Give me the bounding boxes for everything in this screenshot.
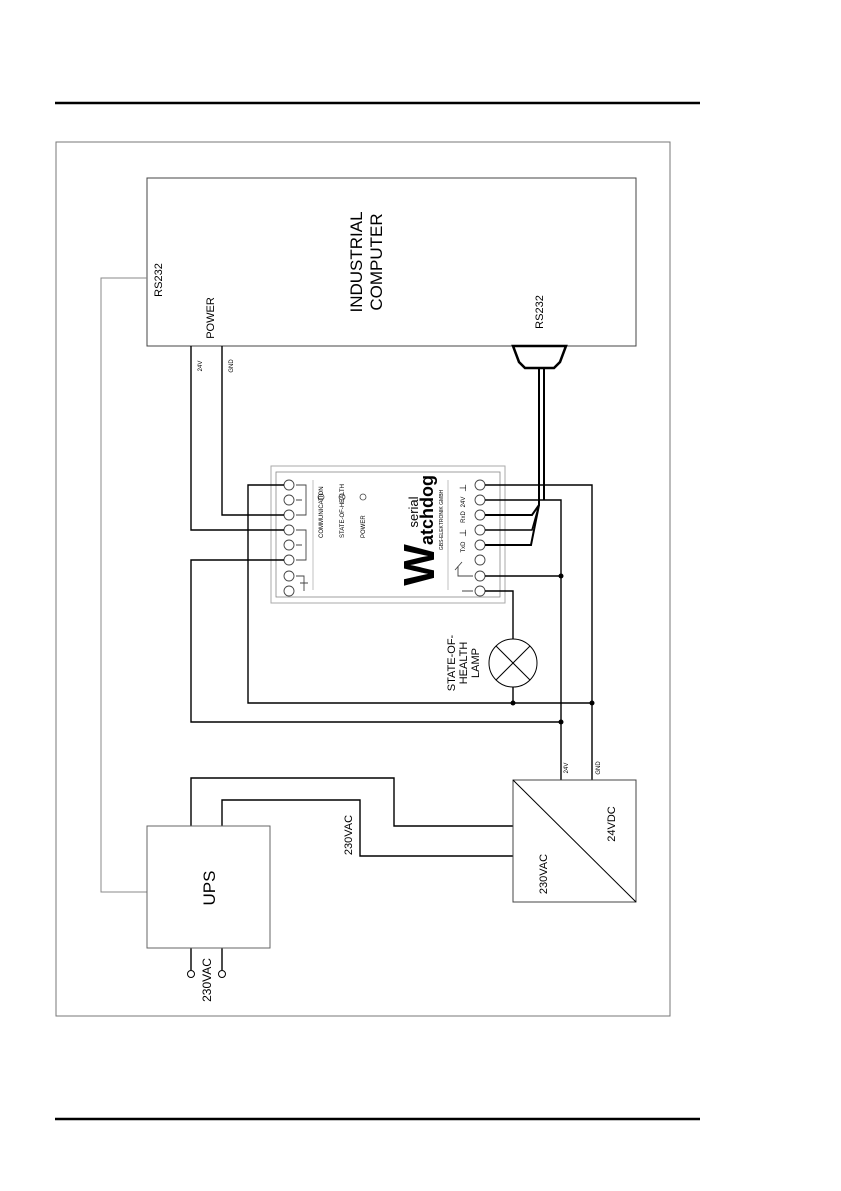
led-soh-label: STATE-OF-HEALTH [340,484,346,538]
pin-24v-label: 24V [461,497,467,508]
pin-gnd2-label: ⊥ [458,529,468,537]
ups-label: UPS [200,871,219,906]
power-label: POWER [205,297,217,339]
left-terminal-block [284,480,308,596]
state-of-health-lamp [489,639,537,687]
rs232-right-label: RS232 [534,295,546,329]
brand-maker: GBS-ELEKTRONIK GMBH [439,489,445,550]
pin-txd-label: TxD [461,541,467,553]
right-terminal-block [455,480,485,596]
supply-out-label: 24VDC [606,806,618,842]
industrial-computer-box [147,178,636,346]
computer-24v-label: 24V [198,361,204,372]
pin-gnd1-label: ⊥ [458,484,468,492]
lamp-label-line3: LAMP [470,648,482,678]
computer-gnd-label: GND [229,359,235,373]
computer-title-line2: COMPUTER [367,213,386,310]
rs232-left-label: RS232 [153,263,165,297]
supply-24v-label: 24V [564,763,570,774]
brand-atchdog: atchdog [417,475,437,545]
ups-input-label: 230VAC [200,958,214,1002]
lamp-label-line1: STATE-OF- [446,634,458,691]
junction-dots [511,574,595,725]
computer-title-line1: INDUSTRIAL [347,211,366,312]
serial-watchdog-module: COMMUNICATION STATE-OF-HEALTH POWER seri… [271,466,505,603]
supply-gnd-label: GND [596,761,602,775]
supply-feed-label: 230VAC [343,815,355,855]
led-power-label: POWER [361,515,367,538]
lamp-label-line2: HEALTH [458,642,470,685]
wires [101,278,592,970]
led-communication-label: COMMUNICATION [319,486,325,538]
brand-w: W [395,544,444,586]
supply-in-label: 230VAC [538,854,550,894]
pin-rxd-label: RxD [461,511,467,523]
db9-connector [513,346,566,368]
